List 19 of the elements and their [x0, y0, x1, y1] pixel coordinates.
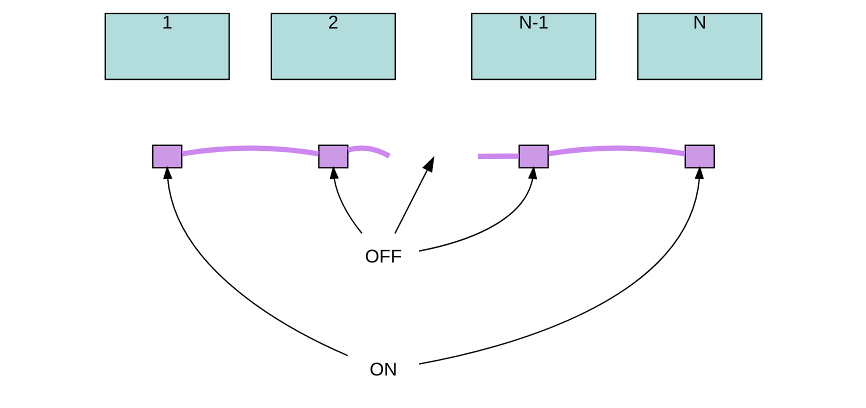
node-text: ON [369, 358, 397, 380]
node-box: 2 [270, 12, 396, 80]
node-text: OFF [364, 245, 402, 266]
connector [548, 146, 685, 156]
node-box [684, 144, 714, 168]
arrow [418, 166, 704, 365]
arrow [329, 166, 362, 234]
connector [346, 146, 390, 158]
connector [477, 154, 518, 160]
node-box: 1 [104, 12, 230, 80]
node-box [318, 144, 348, 168]
connector [181, 146, 318, 156]
node-box: N [636, 12, 762, 80]
node-box [518, 144, 548, 168]
arrow [394, 156, 434, 234]
arrow [162, 166, 348, 356]
arrow [418, 166, 537, 252]
node-box: N-1 [470, 12, 596, 80]
node-box [152, 144, 182, 168]
